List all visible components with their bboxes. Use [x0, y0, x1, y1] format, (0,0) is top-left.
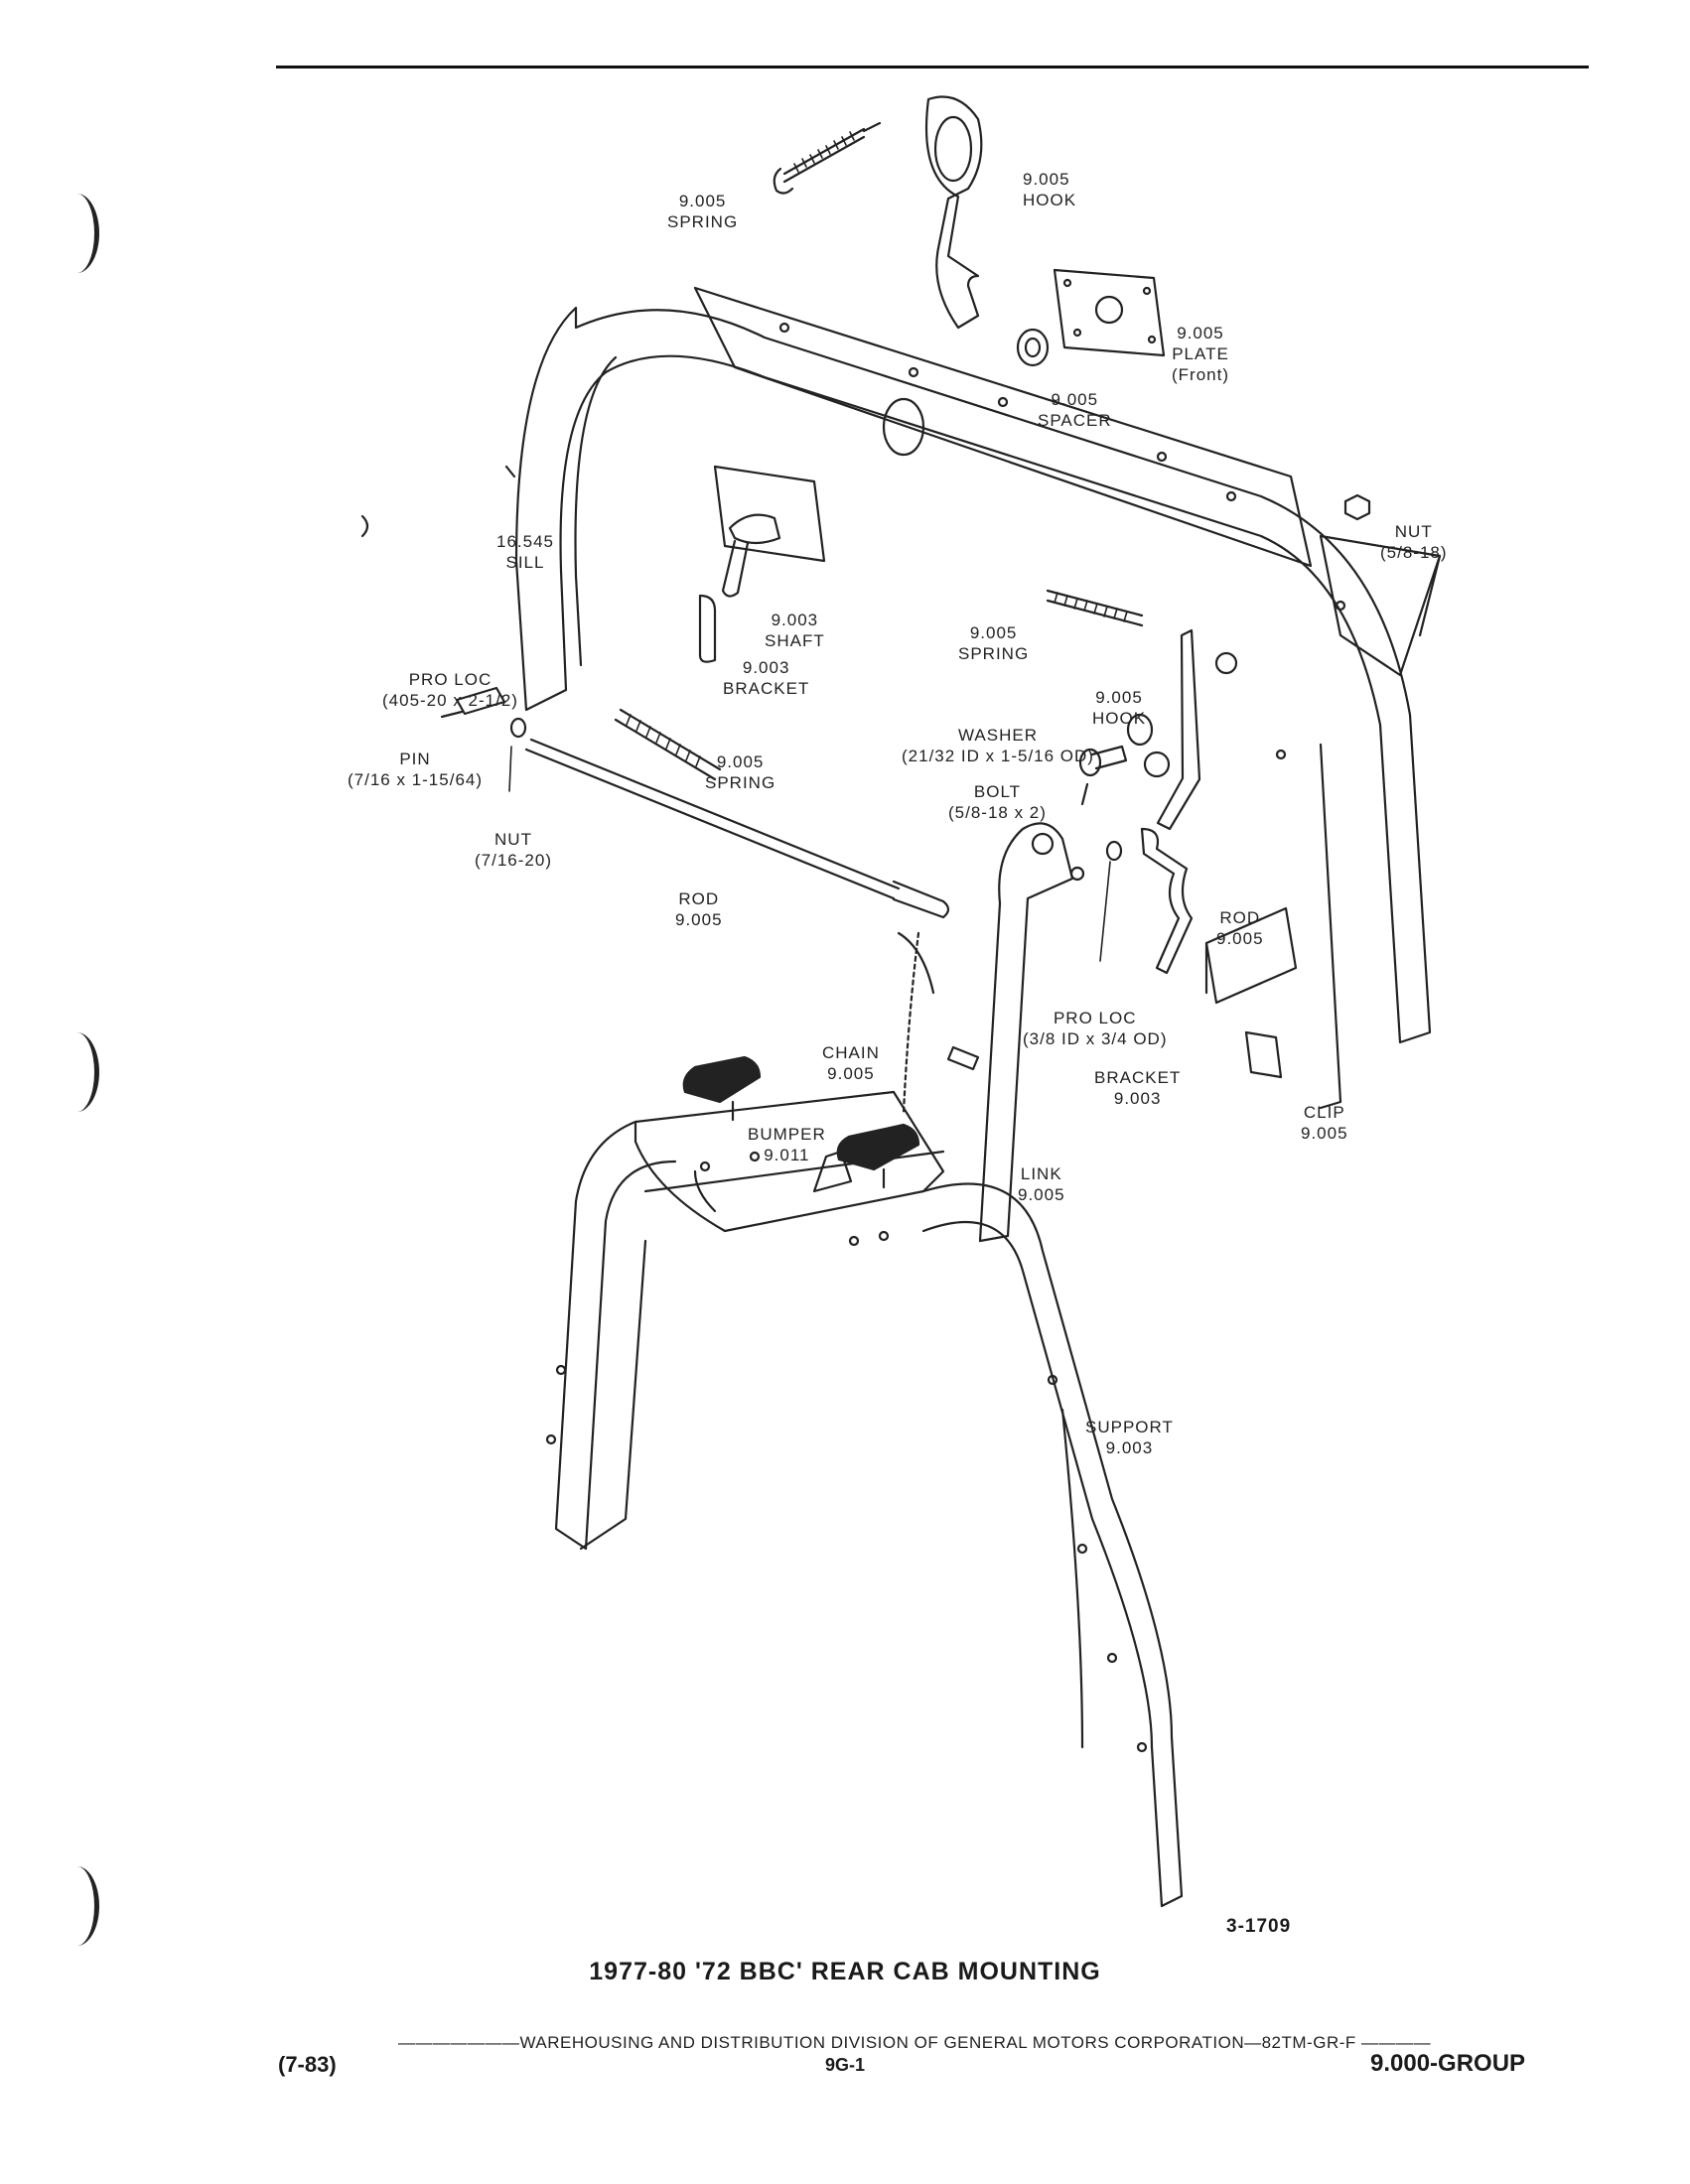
link-lever	[978, 822, 1074, 1243]
figure-id: 3-1709	[1226, 1916, 1292, 1937]
bumper-left	[682, 1055, 762, 1104]
shaft-bracket	[713, 465, 826, 563]
mid-hook	[1156, 628, 1201, 831]
label-nut-right: NUT(5/8-18)	[1380, 522, 1448, 562]
label-washer: WASHER(21/32 ID x 1-5/16 OD)	[902, 726, 1094, 765]
small-bracket-left	[698, 594, 717, 663]
binder-hole-mark	[55, 194, 99, 273]
footer-group: 9.000-GROUP	[1370, 2050, 1526, 2077]
pro-loc-left-part	[455, 686, 506, 716]
bolt-part	[1078, 748, 1102, 777]
binder-hole-mark	[55, 1866, 99, 1946]
top-spring	[773, 121, 882, 195]
footer-page: 9G-1	[824, 2055, 866, 2075]
nut-left-part	[509, 717, 527, 739]
top-hook	[924, 95, 983, 330]
label-bolt: BOLT(5/8-18 x 2)	[948, 782, 1047, 822]
right-rod	[1140, 827, 1194, 975]
front-plate	[1053, 268, 1166, 357]
label-pro-loc-right: PRO LOC(3/8 ID x 3/4 OD)	[1023, 1009, 1168, 1048]
chain	[902, 931, 920, 1114]
label-pro-loc-left: PRO LOC(405-20 x 2-1/2)	[382, 670, 518, 710]
top-rule	[276, 66, 1589, 68]
mid-spring	[1046, 589, 1144, 627]
label-pin: PIN(7/16 x 1-15/64)	[348, 750, 484, 789]
footer-text: WAREHOUSING AND DISTRIBUTION DIVISION OF…	[519, 2033, 1356, 2052]
washer-part	[1126, 713, 1154, 747]
binder-hole-mark	[55, 1032, 99, 1112]
footer-line: ———————WAREHOUSING AND DISTRIBUTION DIVI…	[397, 2033, 1431, 2052]
support	[545, 1090, 1184, 1908]
pro-loc-right-part	[1105, 840, 1123, 862]
spacer	[1016, 328, 1050, 367]
footer-date: (7-83)	[278, 2052, 337, 2077]
pin-part	[440, 710, 464, 719]
label-nut-left: NUT(7/16-20)	[475, 830, 552, 870]
right-bracket	[1204, 906, 1298, 1005]
sill-end-cap	[1319, 534, 1442, 677]
clip-part	[1244, 1030, 1283, 1079]
figure-title: 1977-80 '72 BBC' REAR CAB MOUNTING	[589, 1958, 1101, 1985]
long-rod	[524, 738, 901, 900]
nut-right-part	[1343, 493, 1371, 521]
sill	[514, 286, 1432, 1110]
bumper-right	[836, 1123, 920, 1171]
